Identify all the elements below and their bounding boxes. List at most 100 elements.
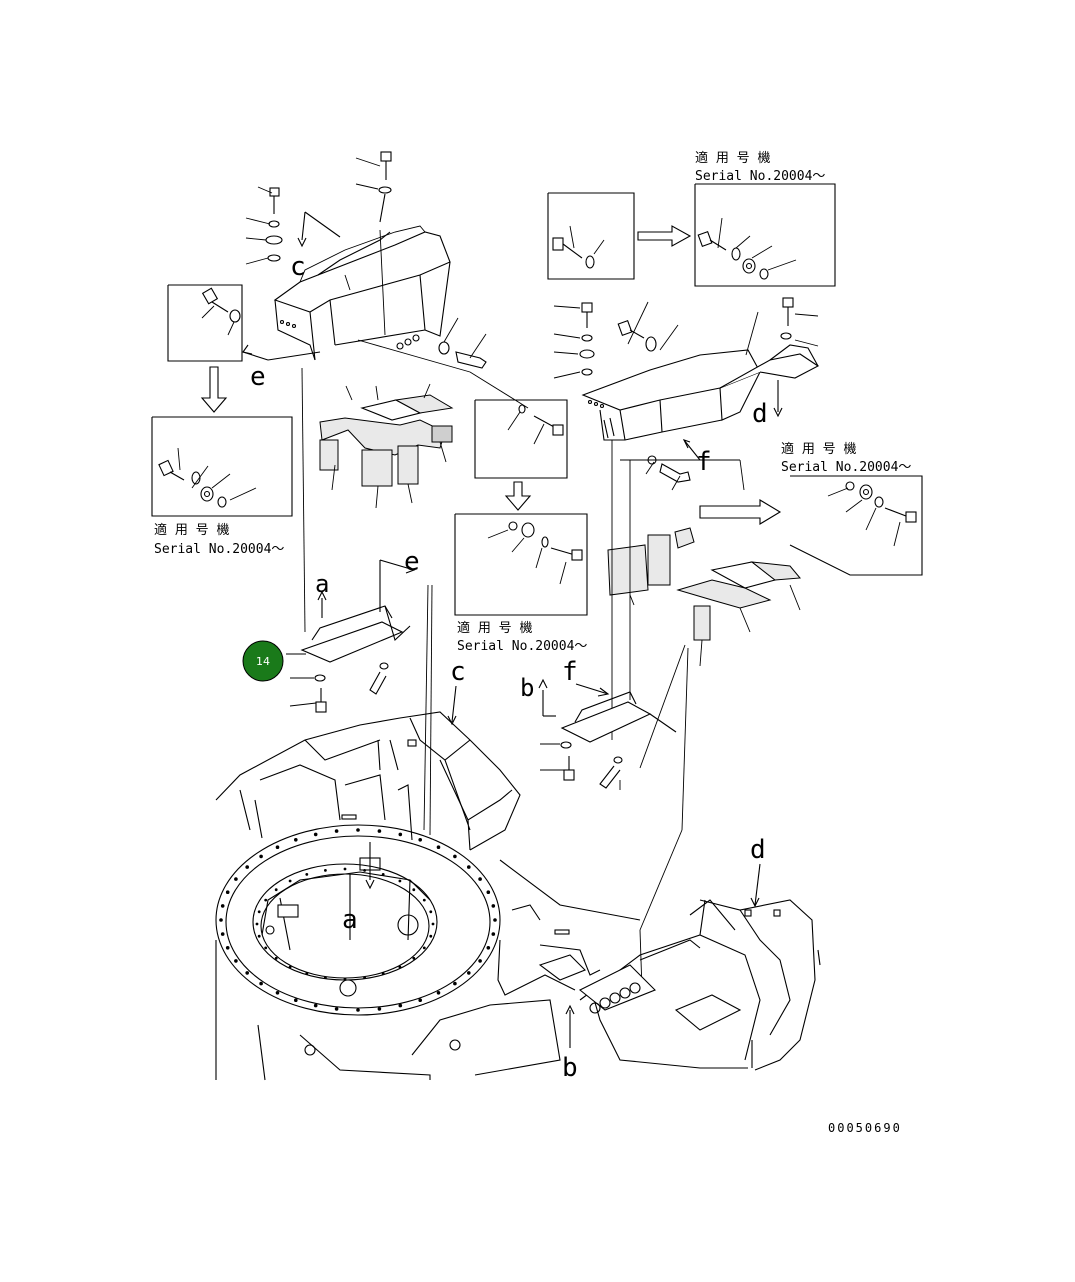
- bolt-hole-inner: [255, 922, 259, 926]
- drawing-number: 00050690: [828, 1121, 902, 1135]
- serial-label-right-top: Serial No.20004～: [695, 169, 825, 184]
- bolt-hole: [486, 890, 491, 894]
- detail-box-left-serial: [151, 416, 293, 517]
- bolt-hole: [219, 918, 223, 922]
- bolt-hole: [234, 959, 238, 963]
- bolt-hole: [436, 845, 441, 849]
- revolving-frame: a b d c: [215, 657, 821, 1083]
- bolt-hole-inner: [305, 972, 309, 975]
- bolt-hole-inner: [288, 965, 292, 969]
- bolt-hole: [294, 838, 298, 842]
- bolt-hole: [377, 1007, 382, 1011]
- detail-box-right-top-serial: [694, 183, 836, 287]
- bolt-hole: [220, 932, 225, 936]
- view-letter-d-top: d: [752, 399, 768, 429]
- bolt-hole-inner: [264, 946, 268, 950]
- bolt-hole: [478, 959, 482, 963]
- bolt-hole: [356, 1008, 360, 1012]
- bolt-hole-inner: [398, 879, 402, 883]
- bolt-hole-inner: [381, 972, 385, 975]
- bolt-hole-inner: [257, 910, 261, 914]
- bolt-hole: [418, 998, 423, 1002]
- left-rubber-pads: [319, 383, 454, 509]
- view-letter-b-upper: b: [520, 674, 534, 702]
- bolt-hole-inner: [343, 977, 347, 981]
- bolt-hole: [220, 904, 225, 908]
- right-upper-cover-assembly: d f: [553, 297, 820, 491]
- right-rubber-pads: [607, 527, 802, 667]
- serial-label-right: Serial No.20004～: [781, 460, 911, 475]
- bolt-hole: [377, 829, 382, 833]
- bolt-hole-inner: [288, 879, 292, 883]
- detail-box-right-serial: [699, 475, 923, 576]
- bolt-stack-top: [355, 151, 392, 223]
- left-bracket-assembly: a e: [286, 367, 433, 836]
- serial-label-left: Serial No.20004～: [154, 542, 284, 557]
- bolt-hole-inner: [422, 946, 426, 950]
- bolt-hole-inner: [274, 956, 278, 960]
- bolt-hole-inner: [431, 922, 435, 926]
- bolt-hole-inner: [412, 888, 416, 892]
- bolt-hole: [259, 981, 263, 986]
- bolt-stack-left: [245, 186, 283, 265]
- bolt-hole: [467, 865, 471, 869]
- view-letter-e-left: e: [250, 362, 266, 392]
- bolt-hole: [398, 1003, 403, 1008]
- bolt-hole-inner: [324, 976, 327, 979]
- bolt-hole-inner: [422, 898, 426, 902]
- bolt-hole: [334, 829, 339, 833]
- bolt-hole: [234, 877, 238, 881]
- view-letter-a-upper: a: [315, 570, 329, 598]
- swing-circle-bolts: [219, 828, 497, 1012]
- serial-label-center: Serial No.20004～: [457, 639, 587, 654]
- applicable-label-right: 適 用 号 機: [781, 441, 856, 457]
- bolt-hole: [313, 832, 318, 837]
- callout-14[interactable]: 14: [242, 640, 284, 682]
- view-letter-c-lower: c: [450, 657, 466, 687]
- bolt-hole-inner: [264, 898, 268, 902]
- left-upper-cover-assembly: c: [245, 151, 529, 409]
- view-letter-f-top: f: [696, 447, 712, 477]
- bolt-hole: [491, 904, 496, 908]
- bolt-hole: [356, 828, 360, 832]
- bolt-hole: [225, 890, 230, 894]
- bolt-hole-inner: [257, 934, 261, 938]
- detail-box-center-upper: [474, 399, 568, 511]
- right-bracket-assembly: b f: [520, 440, 689, 991]
- bolt-hole: [398, 832, 403, 837]
- bolt-hole-inner: [305, 873, 309, 876]
- detail-box-right-top: [547, 192, 692, 280]
- view-letter-d-lower: d: [750, 835, 766, 865]
- view-letter-c-top: c: [290, 252, 306, 282]
- bolt-hole: [436, 991, 441, 995]
- bolt-hole: [225, 946, 230, 950]
- bolt-hole-inner: [429, 910, 433, 914]
- bolt-hole-inner: [324, 869, 327, 872]
- applicable-label-center: 適 用 号 機: [457, 620, 532, 636]
- view-letter-f-lower: f: [562, 657, 578, 687]
- view-letter-b-lower: b: [562, 1053, 578, 1083]
- bolt-hole: [453, 981, 457, 986]
- bolt-hole-inner: [398, 965, 402, 969]
- bolt-hole-inner: [343, 867, 347, 871]
- bolt-hole: [418, 838, 423, 842]
- bolt-hole: [478, 877, 482, 881]
- bolt-hole-inner: [274, 888, 278, 892]
- bolt-hole: [334, 1007, 339, 1011]
- bolt-hole-inner: [363, 976, 366, 979]
- bolt-hole: [275, 991, 280, 995]
- bolt-hole: [275, 845, 280, 849]
- bolt-hole: [245, 971, 249, 975]
- bolt-hole: [294, 998, 298, 1002]
- view-letter-a-lower: a: [342, 905, 358, 935]
- bolt-hole: [467, 971, 471, 975]
- bolt-hole-inner: [412, 956, 416, 960]
- bolt-hole-inner: [429, 934, 433, 938]
- bolt-hole: [453, 854, 457, 859]
- applicable-label-left: 適 用 号 機: [154, 522, 229, 538]
- bolt-hole: [486, 946, 491, 950]
- view-letter-e-center: e: [404, 547, 420, 577]
- bolt-hole: [245, 865, 249, 869]
- bolt-hole: [313, 1003, 318, 1008]
- bolt-hole: [259, 854, 263, 859]
